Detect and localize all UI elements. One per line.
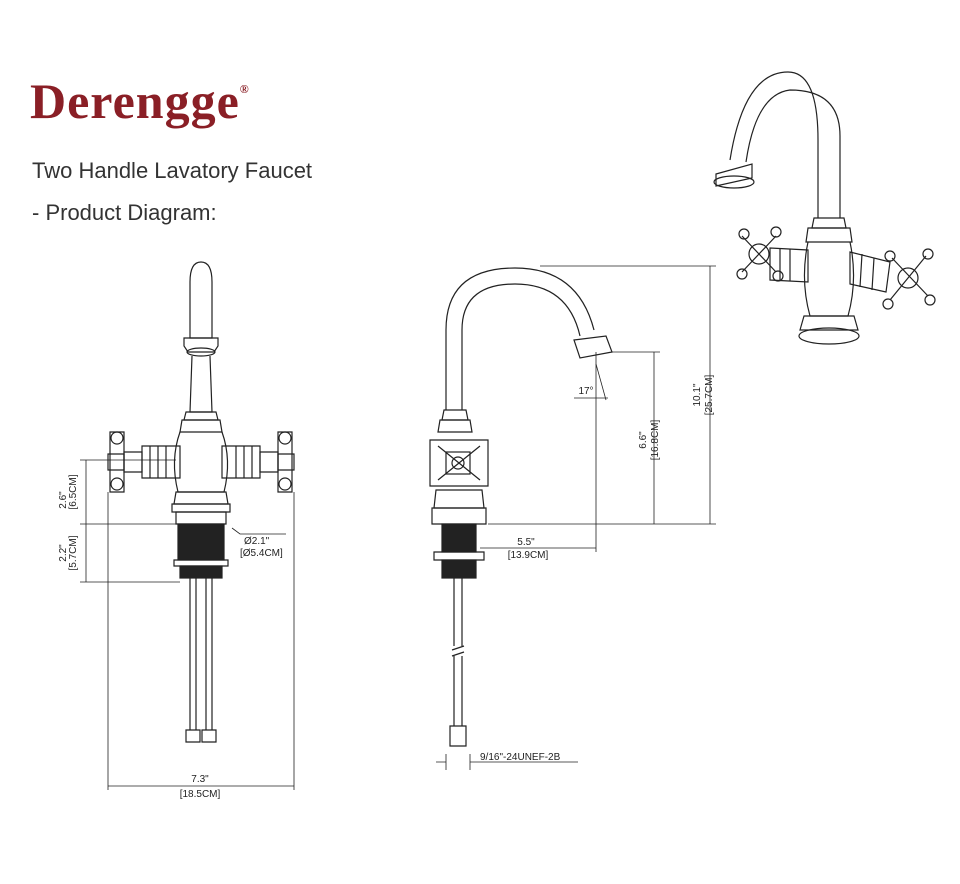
front-view-dimensions: [80, 459, 295, 790]
shank-length-in: 2.2": [58, 544, 69, 562]
side-view-faucet: [429, 267, 613, 747]
base-height-cm: [6.5CM]: [68, 474, 79, 509]
reach-cm: [13.9CM]: [508, 550, 549, 561]
spout-angle: 17°: [578, 386, 593, 397]
registered-mark: ®: [239, 82, 250, 96]
brand-name: Derengge: [30, 73, 240, 129]
total-height-in: 10.1": [692, 383, 703, 406]
product-title: Two Handle Lavatory Faucet: [32, 158, 313, 183]
shank-diameter-in: Ø2.1": [244, 536, 270, 547]
shank-length-cm: [5.7CM]: [68, 535, 79, 570]
handle-spread-in: 7.3": [191, 774, 209, 785]
handle-spread-cm: [18.5CM]: [180, 789, 221, 800]
spout-height-in: 6.6": [638, 431, 649, 449]
thread-spec: 9/16"-24UNEF-2B: [480, 752, 561, 763]
reach-in: 5.5": [517, 537, 535, 548]
total-height-cm: [25.7CM]: [704, 374, 715, 415]
perspective-faucet-illustration: [713, 71, 936, 345]
base-height-in: 2.6": [58, 491, 69, 509]
front-view-faucet: [107, 261, 295, 743]
diagram-subtitle: - Product Diagram:: [32, 200, 217, 225]
spout-height-cm: [16.8CM]: [650, 419, 661, 460]
brand-logo: Derengge®: [30, 72, 250, 130]
side-view-dimensions: [436, 265, 716, 770]
shank-diameter-cm: [Ø5.4CM]: [240, 548, 283, 559]
